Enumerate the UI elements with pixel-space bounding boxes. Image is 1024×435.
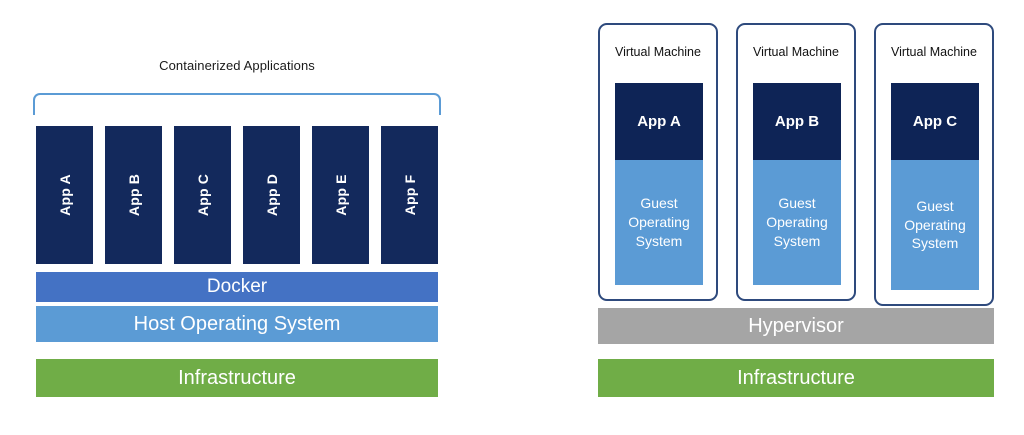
infrastructure-layer-containers[interactable]: Infrastructure (36, 359, 438, 397)
container-app-f-label: App F (401, 174, 418, 216)
virtual-machine-2-guest-os[interactable]: Guest Operating System (753, 160, 841, 285)
virtual-machine-3[interactable]: Virtual Machine App C Guest Operating Sy… (874, 23, 994, 306)
virtual-machine-architecture-panel: Virtual Machine App A Guest Operating Sy… (512, 0, 1024, 435)
container-app-a-label: App A (56, 174, 73, 216)
container-app-f[interactable]: App F (381, 126, 438, 264)
container-app-d[interactable]: App D (243, 126, 300, 264)
container-app-e[interactable]: App E (312, 126, 369, 264)
virtual-machine-1[interactable]: Virtual Machine App A Guest Operating Sy… (598, 23, 718, 301)
virtual-machine-2-app[interactable]: App B (753, 83, 841, 160)
container-app-b[interactable]: App B (105, 126, 162, 264)
host-operating-system-layer[interactable]: Host Operating System (36, 306, 438, 342)
container-app-c[interactable]: App C (174, 126, 231, 264)
container-app-d-label: App D (263, 173, 280, 217)
infrastructure-layer-vms[interactable]: Infrastructure (598, 359, 994, 397)
virtual-machine-1-title: Virtual Machine (615, 45, 701, 59)
virtual-machine-2-title: Virtual Machine (753, 45, 839, 59)
docker-layer[interactable]: Docker (36, 272, 438, 302)
virtual-machine-1-guest-os[interactable]: Guest Operating System (615, 160, 703, 285)
container-app-a[interactable]: App A (36, 126, 93, 264)
container-architecture-panel: Containerized Applications App A App B A… (33, 58, 441, 397)
virtual-machine-3-title: Virtual Machine (891, 45, 977, 59)
hypervisor-layer[interactable]: Hypervisor (598, 308, 994, 344)
virtual-machine-2[interactable]: Virtual Machine App B Guest Operating Sy… (736, 23, 856, 301)
container-app-c-label: App C (194, 173, 211, 217)
virtual-machine-1-app[interactable]: App A (615, 83, 703, 160)
containerized-applications-caption: Containerized Applications (159, 58, 315, 73)
container-app-b-label: App B (125, 173, 142, 217)
container-app-e-label: App E (332, 174, 349, 216)
virtual-machine-3-app[interactable]: App C (891, 83, 979, 160)
virtual-machine-3-guest-os[interactable]: Guest Operating System (891, 160, 979, 290)
containerized-applications-bracket (33, 93, 441, 115)
